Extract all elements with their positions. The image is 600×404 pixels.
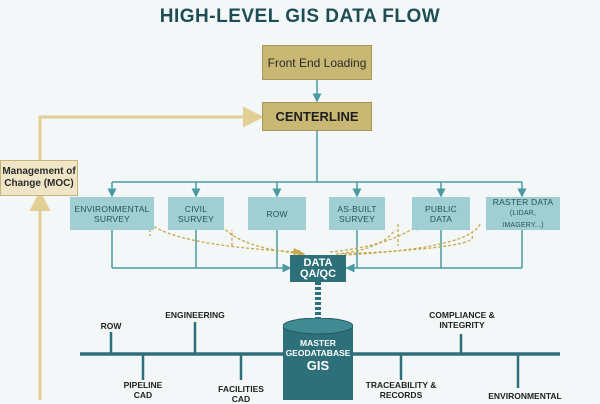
master-geodatabase-cylinder: [283, 318, 353, 400]
master-geodatabase-label: MASTER GEODATABASE GIS: [285, 338, 351, 373]
output-row: ROW: [100, 321, 122, 331]
moc-label: Management of Change (MOC): [2, 166, 76, 189]
diagram-title: HIGH-LEVEL GIS DATA FLOW: [159, 6, 441, 27]
centerline-label: CENTERLINE: [275, 109, 359, 124]
source-raster-data: RASTER DATA(LIDAR, IMAGERY...): [486, 197, 560, 230]
moc-box: Management of Change (MOC): [0, 160, 78, 196]
centerline-box: CENTERLINE: [262, 102, 372, 131]
output-engineering: ENGINEERING: [165, 310, 225, 320]
moc-to-centerline-line: [38, 106, 264, 160]
output-traceability-records: TRACEABILITY & RECORDS: [365, 380, 437, 400]
output-compliance-integrity: COMPLIANCE & INTEGRITY: [429, 310, 495, 330]
front-end-loading-box: Front End Loading: [262, 45, 372, 80]
output-environmental: ENVIRONMENTAL: [488, 391, 562, 401]
output-pipeline-cad: PIPELINE CAD: [123, 380, 163, 400]
source-row: ROW: [248, 197, 306, 230]
front-end-loading-label: Front End Loading: [267, 55, 367, 70]
output-facilities-cad: FACILITIES CAD: [218, 384, 264, 404]
